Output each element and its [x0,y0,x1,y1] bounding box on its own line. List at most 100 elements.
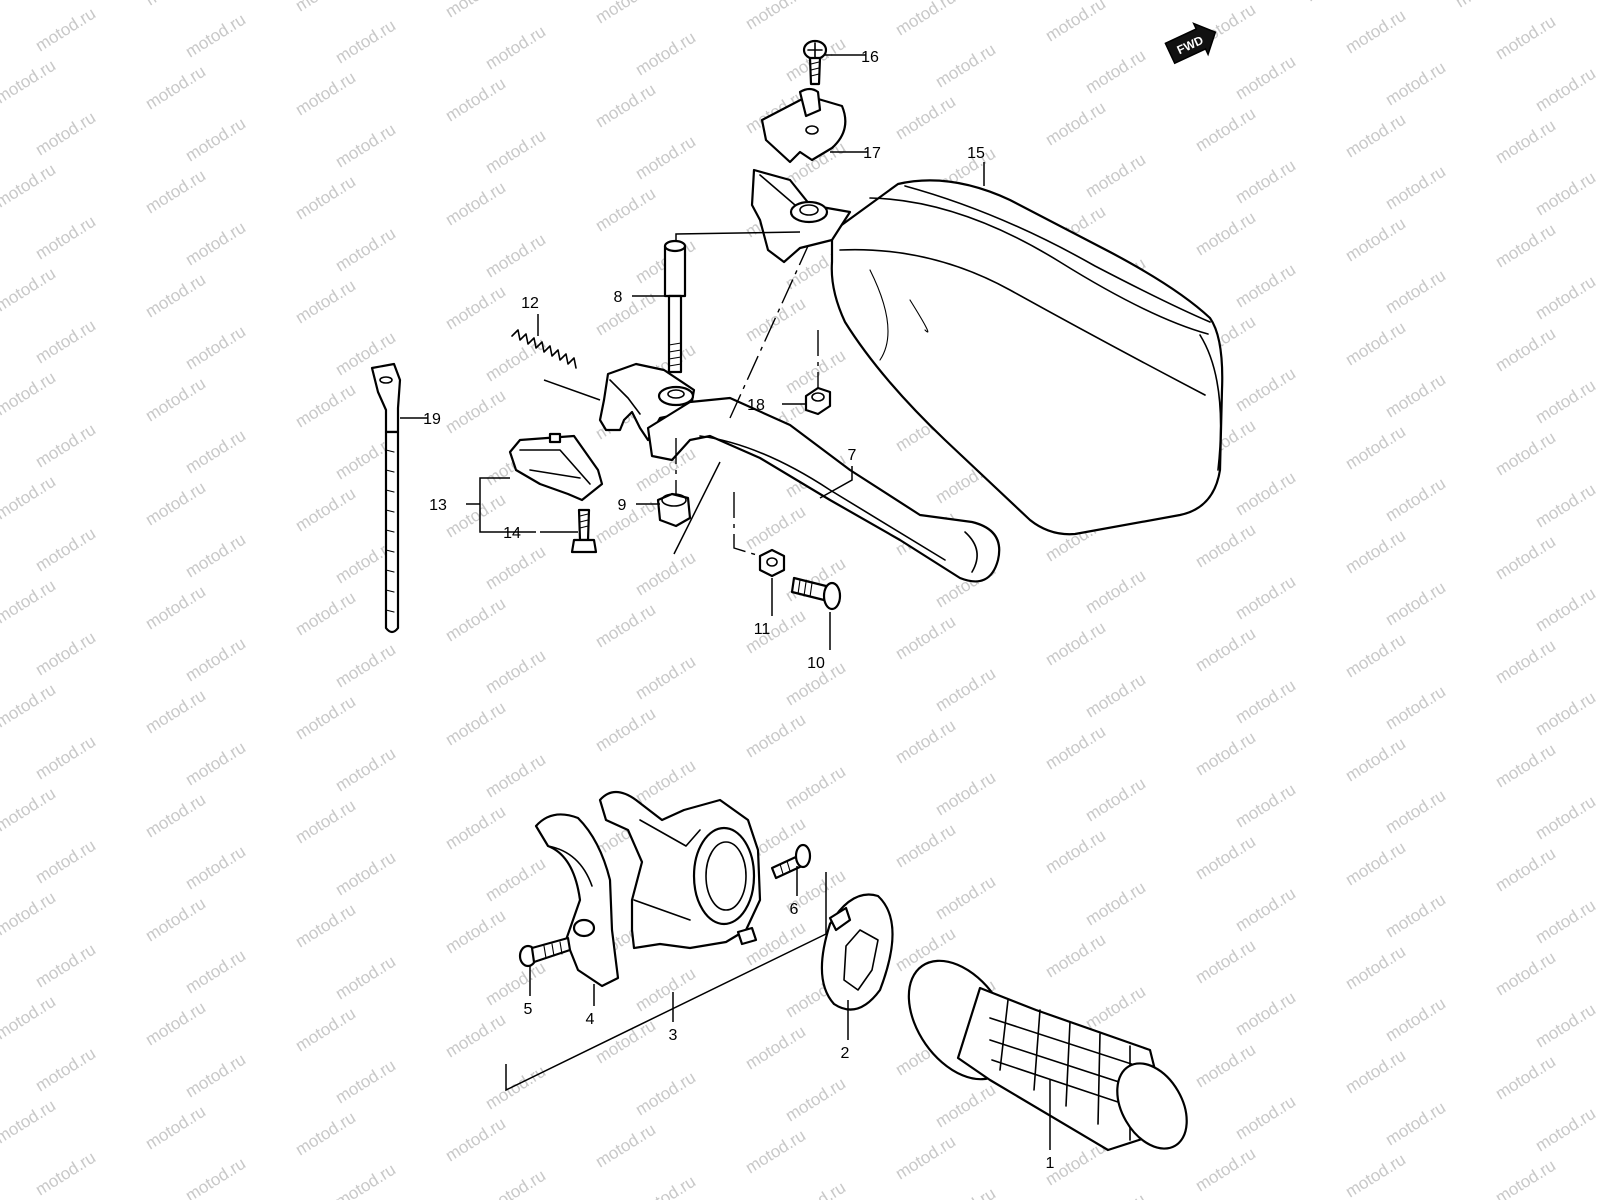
watermark-text: motod.ru [292,0,359,15]
watermark-text: motod.ru [742,1126,809,1178]
watermark-text: motod.ru [32,836,99,888]
throttle-housing [598,790,762,950]
callout-label-11: 11 [754,621,771,638]
watermark-text: motod.ru [32,732,99,784]
watermark-text: motod.ru [1492,740,1559,792]
watermark-text: motod.ru [1232,468,1299,520]
watermark-text: motod.ru [1492,428,1559,480]
watermark-text: motod.ru [1532,1104,1599,1156]
watermark-text: motod.ru [742,606,809,658]
watermark-text: motod.ru [592,184,659,236]
watermark-text: motod.ru [1382,162,1449,214]
watermark-text: motod.ru [1192,936,1259,988]
watermark-text: motod.ru [1492,532,1559,584]
watermark-text: motod.ru [1492,12,1559,64]
watermark-text: motod.ru [292,692,359,744]
watermark-text: motod.ru [482,1062,549,1114]
watermark-text: motod.ru [1382,890,1449,942]
watermark-text: motod.ru [142,374,209,426]
watermark-text: motod.ru [1232,884,1299,936]
clamp-piece [760,87,847,164]
watermark-text: motod.ru [0,472,59,524]
watermark-text: motod.ru [892,612,959,664]
watermark-text: motod.ru [142,1102,209,1154]
cable-pulley [820,893,894,1011]
watermark-text: motod.ru [182,218,249,270]
callout-label-5: 5 [524,1001,533,1018]
watermark-text: motod.ru [592,1120,659,1172]
watermark-text: motod.ru [332,848,399,900]
watermark-text: motod.ru [0,56,59,108]
watermark-text: motod.ru [1082,774,1149,826]
nut-18 [804,386,832,416]
watermark-text: motod.ru [142,0,209,9]
watermark-text: motod.ru [292,172,359,224]
watermark-text: motod.ru [1232,572,1299,624]
watermark-text: motod.ru [632,548,699,600]
callout-label-6: 6 [790,901,799,918]
watermark-text: motod.ru [182,322,249,374]
watermark-text: motod.ru [1382,578,1449,630]
watermark-text: motod.ru [782,1178,849,1200]
watermark-text: motod.ru [632,28,699,80]
watermark-text: motod.ru [1492,324,1559,376]
watermark-text: motod.ru [482,542,549,594]
watermark-text: motod.ru [1532,896,1599,948]
watermark-text: motod.ru [632,1068,699,1120]
watermark-text: motod.ru [142,270,209,322]
watermark-text: motod.ru [482,230,549,282]
watermark-text: motod.ru [1082,982,1149,1034]
watermark-text: motod.ru [932,664,999,716]
watermark-text: motod.ru [292,68,359,120]
callout-label-15: 15 [967,145,985,162]
watermark-text: motod.ru [742,294,809,346]
watermark-text: motod.ru [632,756,699,808]
watermark-text: motod.ru [592,80,659,132]
watermark-text: motod.ru [1532,584,1599,636]
hand-guard [830,179,1224,536]
watermark-text: motod.ru [1342,318,1409,370]
watermark-text: motod.ru [1042,0,1109,45]
watermark-text: motod.ru [1232,988,1299,1040]
callout-label-18: 18 [747,397,765,414]
watermark-text: motod.ru [292,1004,359,1056]
watermark-text: motod.ru [0,0,59,3]
callout-label-8: 8 [614,289,623,306]
watermark-text: motod.ru [182,10,249,62]
callout-label-4: 4 [586,1011,595,1028]
watermark-text: motod.ru [0,680,59,732]
watermark-text: motod.ru [1382,994,1449,1046]
watermark-text: motod.ru [482,334,549,386]
watermark-text: motod.ru [782,1074,849,1126]
watermark-text: motod.ru [782,762,849,814]
watermark-text: motod.ru [142,894,209,946]
lever-holder [598,362,696,442]
watermark-text: motod.ru [1042,930,1109,982]
watermark-text: motod.ru [482,854,549,906]
watermark-text: motod.ru [442,1114,509,1166]
clutch-lever [646,396,1001,583]
watermark-text: motod.ru [142,998,209,1050]
watermark-text: motod.ru [592,1016,659,1068]
watermark-text: motod.ru [1342,1046,1409,1098]
watermark-text: motod.ru [482,126,549,178]
watermark-text: motod.ru [1382,474,1449,526]
callout-label-1: 1 [1046,1155,1055,1172]
watermark-text: motod.ru [142,166,209,218]
callout-label-7: 7 [848,447,857,464]
watermark-text: motod.ru [1382,682,1449,734]
callout-leader-13 [466,477,536,533]
screw-6 [770,843,812,880]
watermark-text: motod.ru [1042,98,1109,150]
watermark-text: motod.ru [332,744,399,796]
fwd-arrow-icon: FWD [1164,22,1217,65]
watermark-text: motod.ru [1082,878,1149,930]
watermark-text: motod.ru [1082,150,1149,202]
watermark-text: motod.ru [32,420,99,472]
watermark-text: motod.ru [892,716,959,768]
watermark-text: motod.ru [1082,670,1149,722]
watermark-text: motod.ru [1492,844,1559,896]
watermark-text: motod.ru [182,426,249,478]
watermark-text: motod.ru [1232,676,1299,728]
